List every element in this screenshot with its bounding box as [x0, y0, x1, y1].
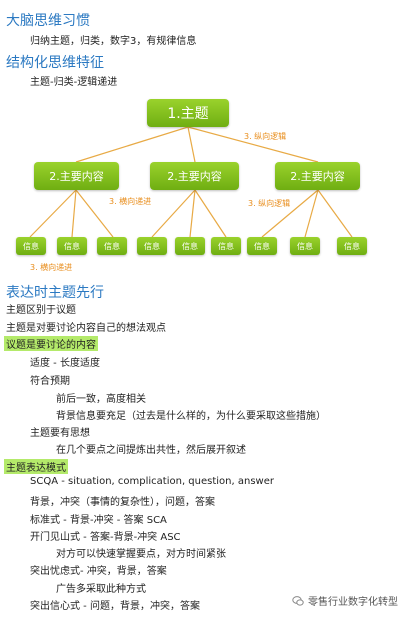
label-vertical-logic: 3. 纵向逻辑: [244, 132, 287, 141]
connector-line: [194, 189, 227, 238]
node-main-content: 2.主要内容: [275, 162, 360, 190]
node-info: 信息: [175, 237, 205, 255]
text-line: 背景，冲突（事情的复杂性），问题，答案: [30, 497, 215, 508]
connector-line: [75, 126, 189, 163]
connector-line: [29, 189, 77, 238]
watermark-text: 零售行业数字化转型: [308, 597, 398, 608]
text-line: SCQA - situation, complication, question…: [30, 476, 274, 487]
connector-line: [261, 189, 319, 238]
node-info: 信息: [290, 237, 320, 255]
text-line: 在几个要点之间提炼出共性，然后展开叙述: [56, 445, 246, 456]
text-line: 标准式 - 背景-冲突 - 答案 SCA: [30, 515, 167, 526]
text-line: 适度 - 长度适度: [30, 358, 100, 369]
label-horizontal-progression: 3. 横向递进: [30, 263, 73, 272]
connector-line: [187, 126, 319, 163]
node-info: 信息: [211, 237, 241, 255]
connector-line: [304, 189, 319, 238]
node-info: 信息: [16, 237, 46, 255]
text-line: 符合预期: [30, 376, 70, 387]
highlighted-text-line: 议题是要讨论的内容: [4, 336, 98, 351]
connector-line: [189, 189, 196, 238]
connector-line: [71, 189, 77, 238]
text-line: 开门见山式 - 答案-背景-冲突 ASC: [30, 532, 181, 543]
text-line: 突出信心式 - 问题，背景，冲突，答案: [30, 601, 200, 612]
wechat-icon: [292, 592, 304, 606]
label-vertical-logic: 3. 纵向逻辑: [248, 199, 291, 208]
section-title-structured-thinking: 结构化思维特征: [6, 55, 104, 71]
node-main-content: 2.主要内容: [150, 162, 239, 190]
connector-line: [187, 126, 196, 163]
section-title-brain-habit: 大脑思维习惯: [6, 13, 90, 29]
node-info: 信息: [247, 237, 277, 255]
connector-line: [317, 189, 353, 238]
connector-line: [151, 189, 196, 238]
text-line: 前后一致，高度相关: [56, 394, 146, 405]
connector-line: [75, 189, 114, 238]
text-line: 突出忧虑式- 冲突，背景，答案: [30, 566, 167, 577]
highlighted-section-title-expression-modes: 主题表达模式: [4, 459, 68, 474]
node-info: 信息: [137, 237, 167, 255]
text-line: 主题区别于议题: [6, 305, 76, 316]
node-main-theme: 1.主题: [147, 99, 229, 127]
node-main-content: 2.主要内容: [34, 162, 119, 190]
text-line: 主题是对要讨论内容自己的想法观点: [6, 323, 166, 334]
diagram-connectors: [29, 126, 353, 238]
text-line: 归纳主题，归类，数字3，有规律信息: [30, 36, 197, 47]
node-info: 信息: [97, 237, 127, 255]
text-line: 主题-归类-逻辑递进: [30, 77, 118, 88]
text-line: 主题要有思想: [30, 428, 90, 439]
text-line: 背景信息要充足（过去是什么样的，为什么要采取这些措施）: [56, 411, 326, 422]
text-line: 对方可以快速掌握要点，对方时间紧张: [56, 549, 226, 560]
node-info: 信息: [337, 237, 367, 255]
node-info: 信息: [57, 237, 87, 255]
text-line: 广告多采取此种方式: [56, 584, 146, 595]
section-title-theme-first: 表达时主题先行: [6, 285, 104, 301]
label-horizontal-progression: 3. 横向递进: [109, 197, 152, 206]
